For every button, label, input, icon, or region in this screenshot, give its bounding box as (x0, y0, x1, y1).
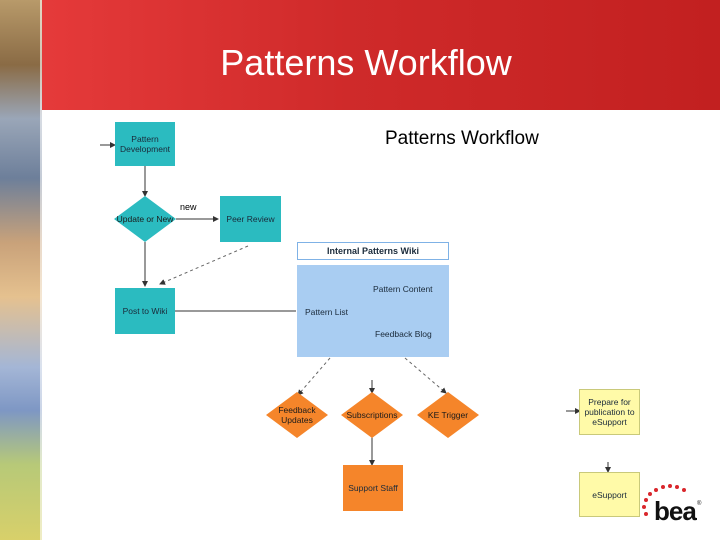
node-update-or-new: Update or New (114, 196, 176, 242)
node-ke-trigger: KE Trigger (417, 392, 479, 438)
bea-logo-registered: ® (697, 501, 702, 507)
node-prepare-esupport-label: Prepare for publication to eSupport (584, 397, 635, 427)
decision-diamond-shape (114, 196, 176, 242)
node-pattern-development: Pattern Development (115, 122, 175, 166)
node-support-staff: Support Staff (343, 465, 403, 511)
slide-title: Patterns Workflow (220, 42, 512, 83)
wiki-feedback-blog: Feedback Blog (375, 329, 432, 339)
node-ke-trigger-label: KE Trigger (427, 410, 469, 420)
node-update-or-new-label: Update or New (116, 214, 174, 224)
node-peer-review: Peer Review (220, 196, 281, 242)
node-subscriptions: Subscriptions (341, 392, 403, 438)
node-post-to-wiki: Post to Wiki (115, 288, 175, 334)
bea-logo-text: bea (654, 496, 697, 526)
node-peer-review-label: Peer Review (226, 214, 275, 224)
wiki-pattern-content: Pattern Content (373, 284, 433, 294)
node-post-to-wiki-label: Post to Wiki (122, 306, 168, 316)
internal-wiki-header: Internal Patterns Wiki (297, 242, 449, 260)
subscriptions-diamond-shape (341, 392, 403, 438)
internal-wiki-panel (297, 265, 449, 357)
node-feedback-updates-label: Feedback Updates (278, 405, 316, 425)
node-prepare-esupport: Prepare for publication to eSupport (579, 389, 640, 435)
connector-review-to-post (159, 245, 249, 285)
node-esupport-label: eSupport (592, 489, 627, 500)
branch-label-new: new (180, 202, 197, 212)
node-feedback-updates: Feedback Updates (266, 392, 328, 438)
node-pattern-development-label: Pattern Development (119, 134, 171, 154)
bea-logo-swoosh-icon (642, 484, 686, 516)
node-esupport: eSupport (579, 472, 640, 517)
feedback-diamond-shape (266, 392, 328, 438)
ke-trigger-diamond-shape (417, 392, 479, 438)
node-support-staff-label: Support Staff (348, 483, 398, 493)
node-subscriptions-label: Subscriptions (346, 410, 398, 420)
title-banner (42, 0, 720, 110)
diagram-title: Patterns Workflow (385, 128, 539, 149)
connector-to-ke-trigger (404, 357, 447, 394)
wiki-pattern-list: Pattern List (305, 307, 348, 317)
strip-divider (40, 0, 43, 540)
connector-to-feedback-updates (297, 357, 331, 396)
decorative-photo-strip (0, 0, 42, 540)
